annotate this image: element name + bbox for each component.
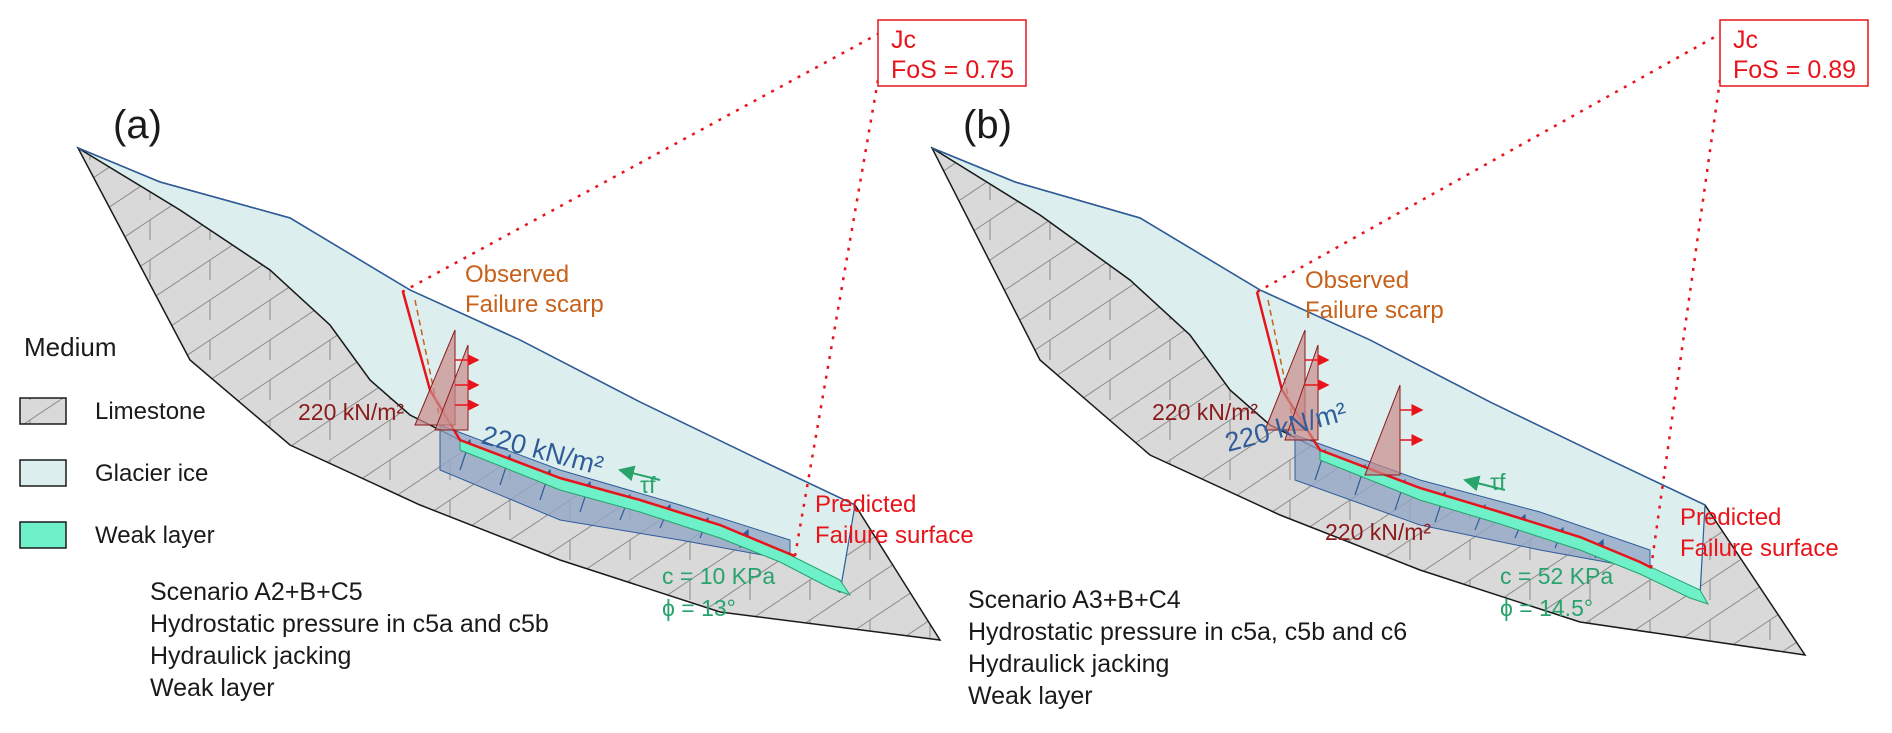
glacier-ice-swatch <box>19 459 67 487</box>
jc-label-a: Jc <box>891 26 916 54</box>
jc-box-a <box>877 19 1027 87</box>
ice-surface-b <box>931 147 1706 506</box>
scenario-a-line3: Hydraulick jacking <box>150 642 351 670</box>
scenario-a-line4: Weak layer <box>150 674 275 702</box>
weak-layer-swatch <box>19 521 67 549</box>
panel-b <box>930 19 1869 656</box>
pressure-label-b: 220 kN/m² <box>1152 399 1258 425</box>
predicted-label-b: Predicted <box>1680 504 1781 531</box>
pressure-lower-label-b: 220 kN/m² <box>1325 519 1431 545</box>
legend-weak-label: Weak layer <box>95 522 215 549</box>
legend <box>19 397 67 549</box>
pressure-triangle-b2 <box>1284 344 1319 441</box>
panel-a <box>76 19 1027 641</box>
scarp-label-b: Failure scarp <box>1305 297 1444 324</box>
fos-value-a: FoS = 0.75 <box>891 56 1014 84</box>
observed-label-b: Observed <box>1305 267 1409 294</box>
scenario-b-line2: Hydrostatic pressure in c5a, c5b and c6 <box>968 618 1407 646</box>
pressure-label-a: 220 kN/m² <box>298 399 404 425</box>
scenario-a-line2: Hydrostatic pressure in c5a and c5b <box>150 610 549 638</box>
tau-arrow-a <box>618 465 661 482</box>
ice-surface-a <box>77 147 856 506</box>
observed-label-a: Observed <box>465 261 569 288</box>
legend-title: Medium <box>24 332 116 362</box>
pressure-triangle-b1 <box>1264 329 1306 431</box>
pressure-triangle-b3 <box>1364 384 1401 476</box>
failure-surface-label-b: Failure surface <box>1680 535 1839 562</box>
scenario-b-line3: Hydraulick jacking <box>968 650 1169 678</box>
predicted-label-a: Predicted <box>815 491 916 518</box>
legend-limestone-label: Limestone <box>95 398 206 425</box>
cohesion-b: c = 52 KPa <box>1500 563 1613 589</box>
friction-b: ϕ = 14.5° <box>1500 595 1593 621</box>
fos-value-b: FoS = 0.89 <box>1733 56 1856 84</box>
panel-label-b: (b) <box>963 103 1012 147</box>
panel-label-a: (a) <box>113 103 162 147</box>
legend-ice-label: Glacier ice <box>95 460 208 487</box>
scenario-b-line4: Weak layer <box>968 682 1093 710</box>
tau-label-a: τf <box>640 472 656 498</box>
failure-surface-label-a: Failure surface <box>815 522 974 549</box>
scarp-label-a: Failure scarp <box>465 291 604 318</box>
scenario-b-line1: Scenario A3+B+C4 <box>968 586 1181 614</box>
tau-arrow-b <box>1463 475 1506 492</box>
jc-box-b <box>1719 19 1869 87</box>
friction-a: ϕ = 13° <box>662 595 736 621</box>
cohesion-a: c = 10 KPa <box>662 563 775 589</box>
limestone-swatch <box>19 397 67 425</box>
scenario-a-line1: Scenario A2+B+C5 <box>150 578 363 606</box>
jc-label-b: Jc <box>1733 26 1758 54</box>
tau-label-b: τf <box>1490 469 1506 495</box>
